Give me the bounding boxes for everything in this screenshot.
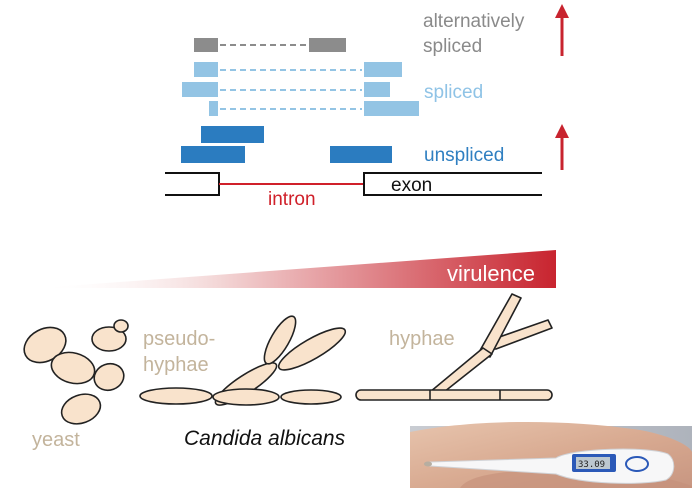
hyphae-cells bbox=[355, 293, 553, 401]
spliced-label: spliced bbox=[424, 82, 483, 103]
pseudohyphae-cells bbox=[139, 315, 347, 406]
species-label: Candida albicans bbox=[184, 427, 346, 450]
increase-arrow-icon bbox=[555, 124, 569, 170]
intron-label: intron bbox=[268, 189, 316, 210]
exon-label: exon bbox=[391, 175, 432, 196]
virulence-gradient: virulence bbox=[38, 250, 556, 288]
unspliced-label: unspliced bbox=[424, 145, 504, 166]
increase-arrow-icon bbox=[555, 4, 569, 56]
yeast-label: yeast bbox=[32, 429, 80, 451]
thermometer-photo: 33.09 bbox=[410, 421, 692, 488]
yeast-cells bbox=[23, 319, 129, 425]
alternatively-label: alternatively bbox=[423, 11, 525, 32]
alternatively-spliced-read bbox=[194, 38, 346, 52]
spliced-reads bbox=[182, 62, 419, 116]
hyphae-label: hyphae bbox=[389, 328, 455, 350]
unspliced-reads bbox=[181, 126, 392, 163]
gene-model bbox=[165, 172, 542, 196]
pseudohyphae-label-line2: hyphae bbox=[143, 354, 209, 376]
splicing-diagram: alternatively spliced spliced unspliced … bbox=[165, 4, 569, 210]
alternatively-spliced-label: spliced bbox=[423, 36, 482, 57]
thermometer-reading: 33.09 bbox=[578, 460, 605, 470]
virulence-label: virulence bbox=[447, 261, 535, 286]
pseudohyphae-label-line1: pseudo- bbox=[143, 328, 215, 350]
